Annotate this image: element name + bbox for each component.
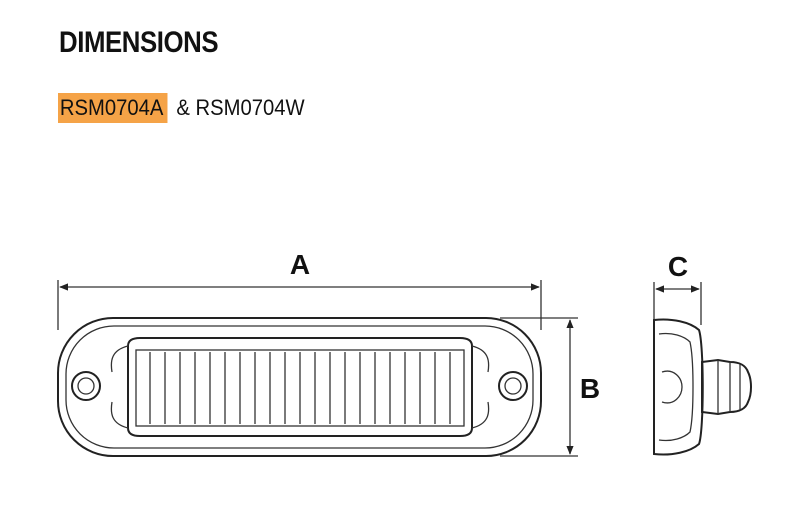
- side-housing: [653, 318, 704, 456]
- dimension-b-label: B: [580, 373, 600, 404]
- bezel-curve-right: [471, 345, 490, 429]
- model-highlighted: RSM0704A: [58, 93, 168, 123]
- side-lens-bulge: [661, 370, 683, 404]
- dimension-c: C: [653, 251, 702, 325]
- dimension-a: A: [57, 249, 542, 330]
- section-heading: DIMENSIONS: [59, 26, 219, 59]
- model-numbers: RSM0704A & RSM0704W: [58, 93, 305, 123]
- model-second: RSM0704W: [195, 95, 305, 120]
- light-side-view: [653, 318, 752, 456]
- dimension-b: B: [500, 317, 600, 457]
- housing-outline: [57, 317, 542, 457]
- lens-ribs: [149, 352, 451, 424]
- lens-face: [135, 349, 465, 427]
- dimension-c-label: C: [668, 251, 688, 282]
- side-connector: [701, 358, 752, 416]
- side-housing-inner: [658, 332, 694, 442]
- dimension-a-label: A: [290, 249, 310, 280]
- housing-inner-outline: [65, 325, 534, 449]
- bezel-curve-left: [110, 345, 129, 429]
- mount-hole-left: [71, 371, 101, 401]
- light-front-view: [57, 317, 542, 457]
- model-separator: &: [176, 95, 190, 120]
- mount-hole-right: [498, 371, 528, 401]
